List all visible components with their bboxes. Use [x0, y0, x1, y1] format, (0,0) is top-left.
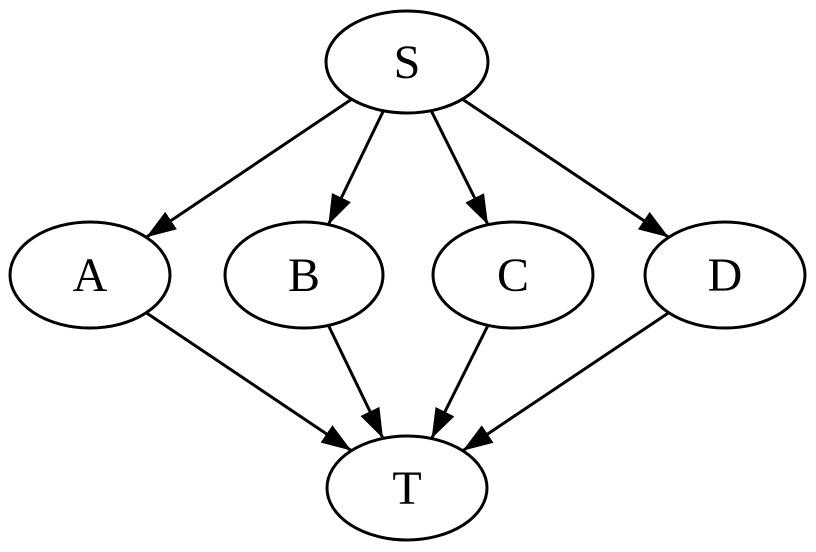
edge-s-a	[145, 97, 353, 239]
edge-c-t	[430, 324, 490, 440]
edge-s-d	[461, 97, 670, 239]
edge-d-t	[461, 311, 670, 452]
node-label-c: C	[497, 249, 529, 302]
node-ellipse-a	[8, 220, 172, 330]
node-ellipse-t	[325, 434, 489, 542]
edge-s-b	[327, 110, 385, 226]
node-ellipse-c	[431, 220, 595, 330]
node-c: C	[431, 220, 595, 330]
node-label-a: A	[73, 249, 108, 302]
node-ellipse-b	[223, 220, 385, 330]
node-s: S	[324, 9, 490, 115]
node-label-d: D	[708, 249, 743, 302]
node-d: D	[643, 220, 807, 330]
node-b: B	[223, 220, 385, 330]
node-ellipse-s	[324, 9, 490, 115]
node-ellipse-d	[643, 220, 807, 330]
node-t: T	[325, 434, 489, 542]
edge-s-c	[429, 110, 490, 226]
edge-b-t	[327, 324, 385, 440]
node-label-s: S	[394, 36, 421, 89]
node-a: A	[8, 220, 172, 330]
node-label-b: B	[288, 249, 320, 302]
node-label-t: T	[392, 462, 421, 515]
edge-a-t	[145, 311, 353, 452]
